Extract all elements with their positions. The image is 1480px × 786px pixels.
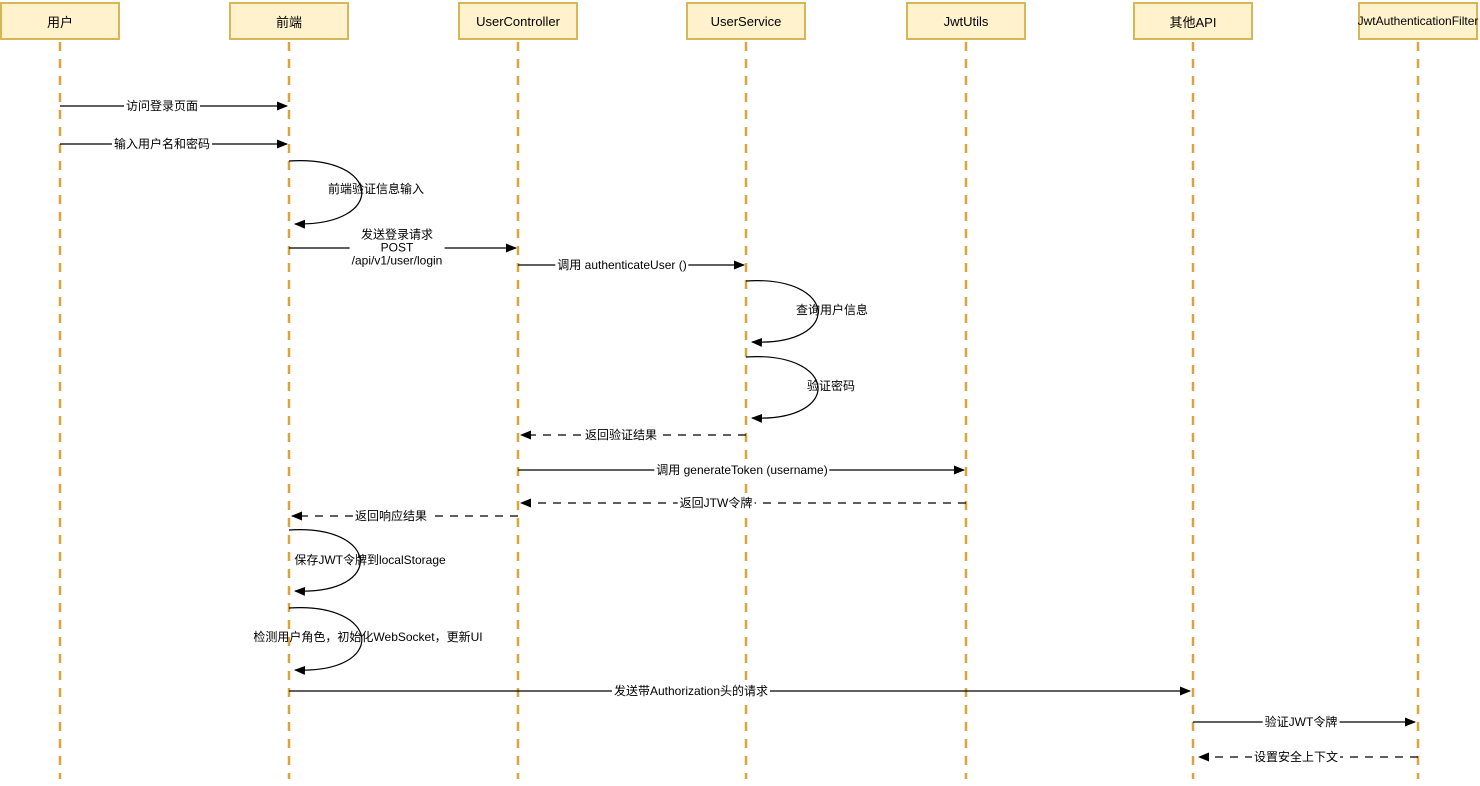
message-12-label: 保存JWT令牌到localStorage	[294, 553, 446, 567]
participant-jwtutils: JwtUtils	[906, 2, 1026, 40]
message-16-label: 设置安全上下文	[1251, 750, 1341, 764]
message-9-label: 调用 generateToken (username)	[654, 463, 830, 477]
participant-user: 用户	[0, 2, 120, 40]
message-10-label: 返回JTW令牌	[677, 496, 755, 510]
message-12-selfloop-save-jwt-localstorage	[288, 529, 361, 596]
message-2-label: 输入用户名和密码	[111, 137, 213, 151]
message-7-selfloop-verify-password	[745, 356, 819, 423]
message-7-label: 验证密码	[806, 379, 856, 393]
message-1-label: 访问登录页面	[123, 99, 201, 113]
message-4-label: 发送登录请求 POST /api/v1/user/login	[349, 227, 445, 268]
participant-jwt-authentication-filter: JwtAuthenticationFilter	[1358, 2, 1478, 40]
message-8-label: 返回验证结果	[582, 428, 660, 442]
participant-other-api: 其他API	[1133, 2, 1253, 40]
message-14-label: 发送带Authorization头的请求	[611, 684, 771, 698]
participant-usercontroller: UserController	[458, 2, 578, 40]
message-13-selfloop-detect-role-init-websocket	[288, 607, 363, 675]
message-6-label: 查询用户信息	[795, 303, 869, 317]
participant-userservice: UserService	[686, 2, 806, 40]
message-11-label: 返回响应结果	[352, 509, 430, 523]
message-13-label: 检测用户角色，初始化WebSocket，更新UI	[253, 630, 483, 644]
participant-frontend: 前端	[229, 2, 349, 40]
message-6-selfloop-query-user-info	[745, 280, 819, 347]
message-5-label: 调用 authenticateUser ()	[555, 258, 689, 272]
message-3-label: 前端验证信息输入	[327, 182, 425, 196]
message-3-selfloop-frontend-validate-input	[288, 160, 363, 229]
message-15-label: 验证JWT令牌	[1262, 715, 1340, 729]
